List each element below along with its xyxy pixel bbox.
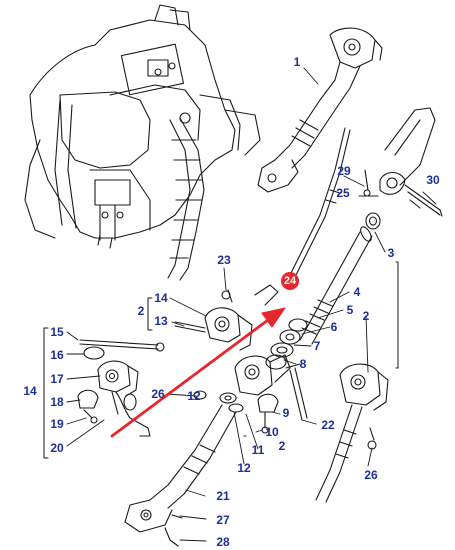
callout-20[interactable]: 20 [50,441,64,455]
sub-assembly-parts-15-20 [77,339,165,437]
group-brackets [43,261,399,459]
tractor-rear-housing [24,4,261,281]
rod-housing-parts-9-12 [219,354,308,434]
highlighted-part-badge[interactable]: 24 [281,272,299,290]
callout-28[interactable]: 28 [216,535,230,549]
lift-rod-lower-part-22 [315,363,389,503]
leader-lines [66,67,437,542]
callout-26-right[interactable]: 26 [364,468,378,482]
callout-18[interactable]: 18 [50,395,64,409]
callout-29[interactable]: 29 [337,164,351,178]
callout-2-right[interactable]: 2 [362,309,370,323]
callout-7[interactable]: 7 [313,339,321,353]
callout-14-left[interactable]: 14 [23,384,37,398]
callout-12-lower[interactable]: 12 [237,461,251,475]
callout-10[interactable]: 10 [265,425,279,439]
lift-rod-cable [284,127,351,288]
callout-11[interactable]: 11 [251,443,265,457]
callout-23[interactable]: 23 [217,253,231,267]
callout-13[interactable]: 13 [154,314,168,328]
callout-25[interactable]: 25 [336,186,350,200]
callout-19[interactable]: 19 [50,417,64,431]
callout-26-left[interactable]: 26 [151,387,165,401]
top-link-lower-part-21 [124,390,237,547]
highlight-pointer-arrow [110,307,286,438]
callout-8[interactable]: 8 [299,357,307,371]
callout-1[interactable]: 1 [293,55,301,69]
callout-22[interactable]: 22 [321,418,335,432]
callout-3[interactable]: 3 [387,246,395,260]
callout-12-upper[interactable]: 12 [187,389,201,403]
callout-6[interactable]: 6 [330,320,338,334]
top-link-upper-part-1 [257,27,383,193]
callout-21[interactable]: 21 [216,489,230,503]
callout-15[interactable]: 15 [50,325,64,339]
callout-17[interactable]: 17 [50,372,64,386]
callout-2-lower[interactable]: 2 [278,439,286,453]
bracket-assembly-right [363,107,443,230]
callout-27[interactable]: 27 [216,513,230,527]
callout-2-upper-fork[interactable]: 2 [137,304,145,318]
callout-9[interactable]: 9 [282,406,290,420]
fork-assembly-part-14 [174,284,279,351]
callout-16[interactable]: 16 [50,348,64,362]
callout-30[interactable]: 30 [426,173,440,187]
levelling-screw-part-4 [299,226,373,345]
callout-14-upper[interactable]: 14 [154,291,168,305]
callout-5[interactable]: 5 [346,303,354,317]
callout-4[interactable]: 4 [353,285,361,299]
